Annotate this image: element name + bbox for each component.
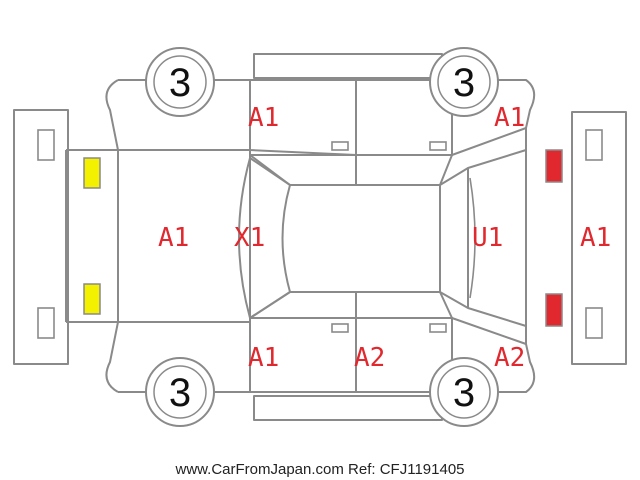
wheel-label: 3 — [453, 371, 475, 415]
wheel-rear-right: 3 — [429, 357, 499, 427]
watermark-text: www.CarFromJapan.com Ref: CFJ1191405 — [175, 461, 465, 478]
code-rear-bumper: A1 — [580, 223, 611, 253]
front-bumper — [13, 109, 69, 365]
headlight-marker-right — [83, 283, 101, 315]
taillight-marker-left — [545, 149, 563, 183]
wheel-front-left: 3 — [145, 47, 215, 117]
code-left-front-door: A1 — [248, 343, 279, 373]
wheel-front-right: 3 — [145, 357, 215, 427]
side-view-left — [105, 53, 536, 156]
code-hood: A1 — [158, 223, 189, 253]
code-windshield: X1 — [234, 223, 265, 253]
wheel-label: 3 — [169, 61, 191, 105]
code-left-rear-door: A2 — [354, 343, 385, 373]
wheel-rear-left: 3 — [429, 47, 499, 117]
vehicle-body — [65, 127, 527, 345]
code-left-front-fender: A1 — [248, 103, 279, 133]
taillight-marker-right — [545, 293, 563, 327]
code-right-rear-quarter: A1 — [494, 103, 525, 133]
code-left-rear-quarter: A2 — [494, 343, 525, 373]
rear-bumper — [571, 111, 627, 365]
wheel-label: 3 — [169, 371, 191, 415]
headlight-marker-left — [83, 157, 101, 189]
wheel-label: 3 — [453, 61, 475, 105]
code-rear-window: U1 — [472, 223, 503, 253]
